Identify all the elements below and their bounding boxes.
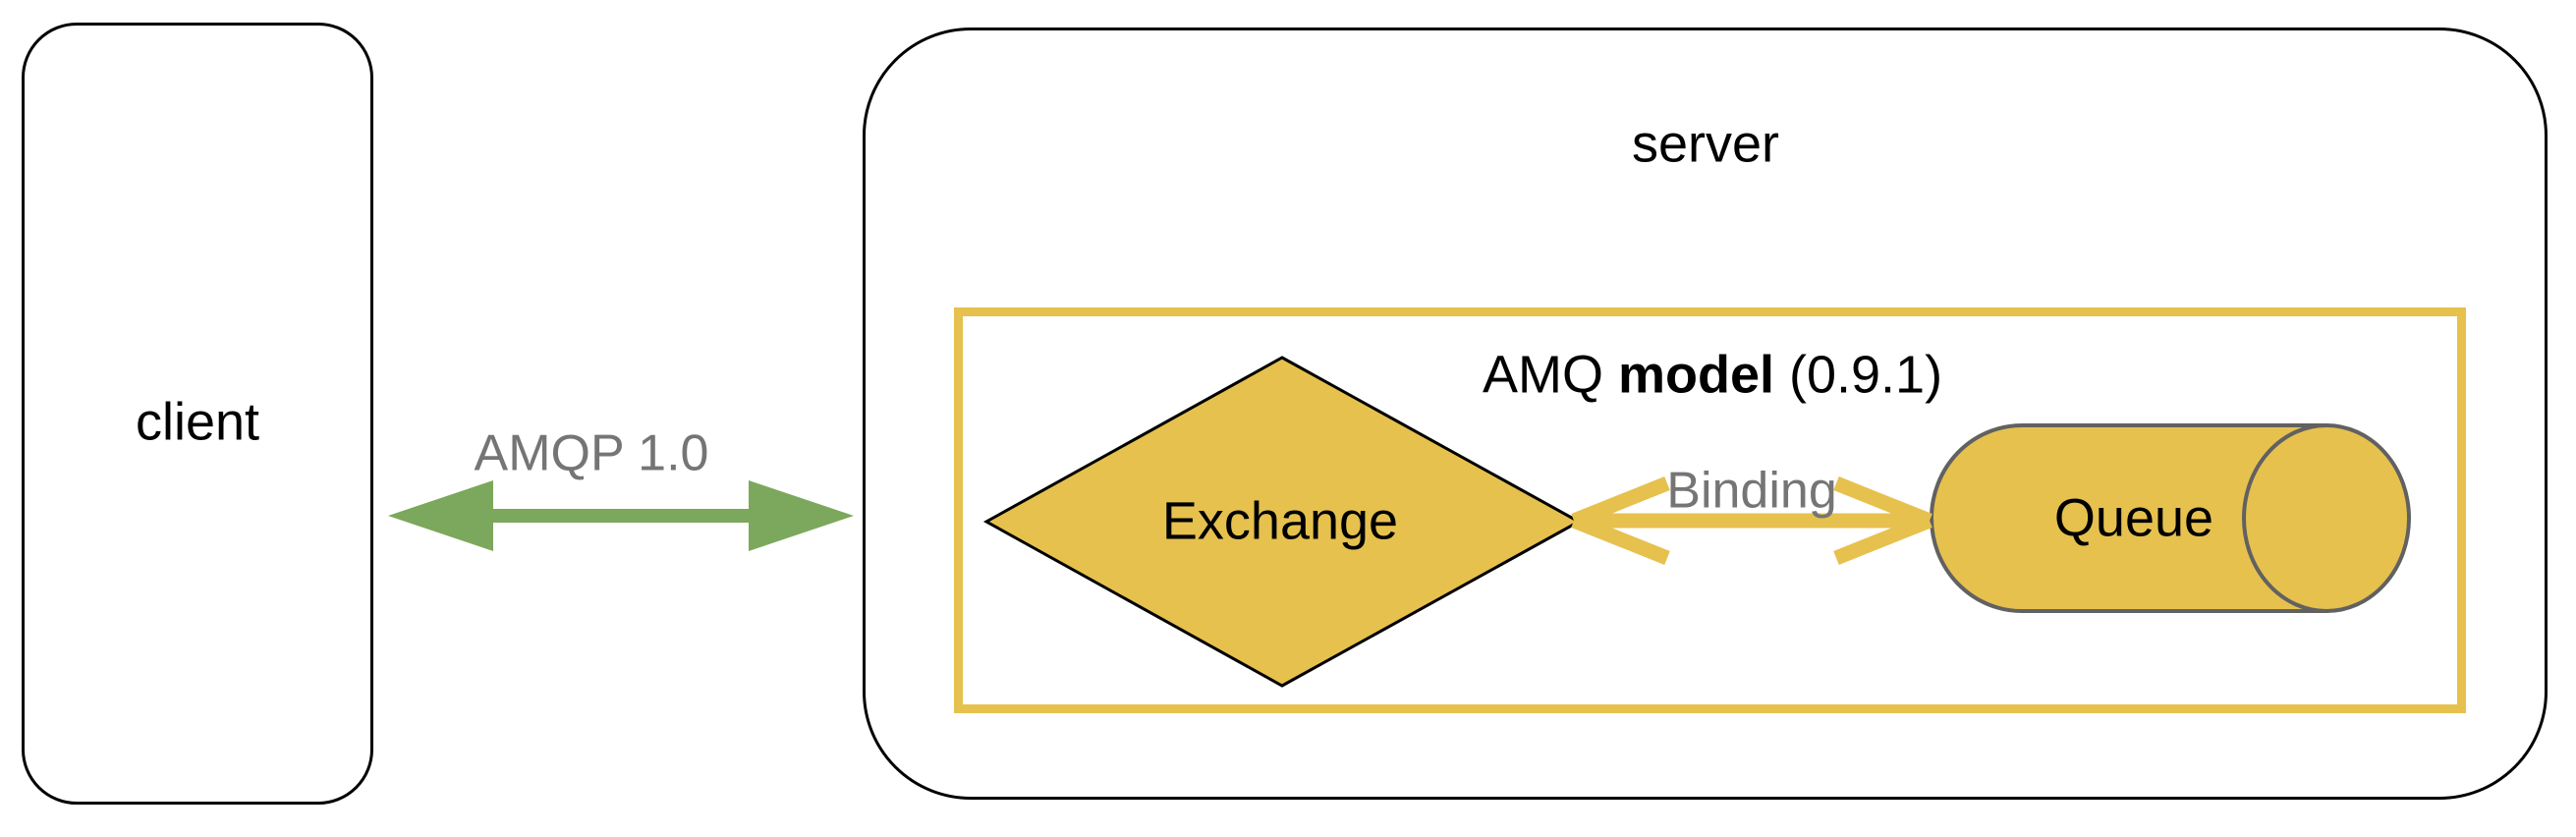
queue-label: Queue	[2053, 488, 2214, 548]
amq-model-title-bold: model	[1617, 345, 1774, 405]
binding-arrow-barb-left-bottom	[1571, 514, 1670, 565]
binding-arrow	[1571, 476, 1932, 565]
exchange-diamond-shape	[982, 356, 1583, 688]
amq-model-title: AMQ model (0.9.1)	[1483, 346, 1942, 404]
binding-arrow-barb-right-top	[1833, 476, 1932, 528]
exchange-label: Exchange	[1161, 491, 1399, 551]
binding-arrow-barb-left-top	[1571, 476, 1670, 528]
amq-model-title-prefix: AMQ	[1482, 345, 1618, 405]
queue-cylinder-body	[1929, 423, 2328, 613]
client-label: client	[135, 392, 260, 452]
amqp-connection-arrow	[388, 480, 854, 551]
amqp-arrow-head-right	[749, 480, 854, 551]
queue-cylinder-shape	[1929, 423, 2411, 613]
amqp-arrow-head-left	[388, 480, 493, 551]
amqp-version-label: AMQP 1.0	[474, 424, 709, 482]
queue-cylinder-cap	[2242, 423, 2411, 613]
amq-model-title-suffix: (0.9.1)	[1773, 345, 1943, 405]
amqp-arrow-shaft	[470, 509, 772, 523]
amq-model-box	[954, 307, 2466, 713]
client-node	[22, 23, 373, 805]
server-label: server	[1631, 114, 1780, 174]
binding-arrow-barb-right-bottom	[1833, 514, 1932, 565]
server-node	[863, 28, 2548, 800]
binding-label: Binding	[1666, 462, 1837, 520]
